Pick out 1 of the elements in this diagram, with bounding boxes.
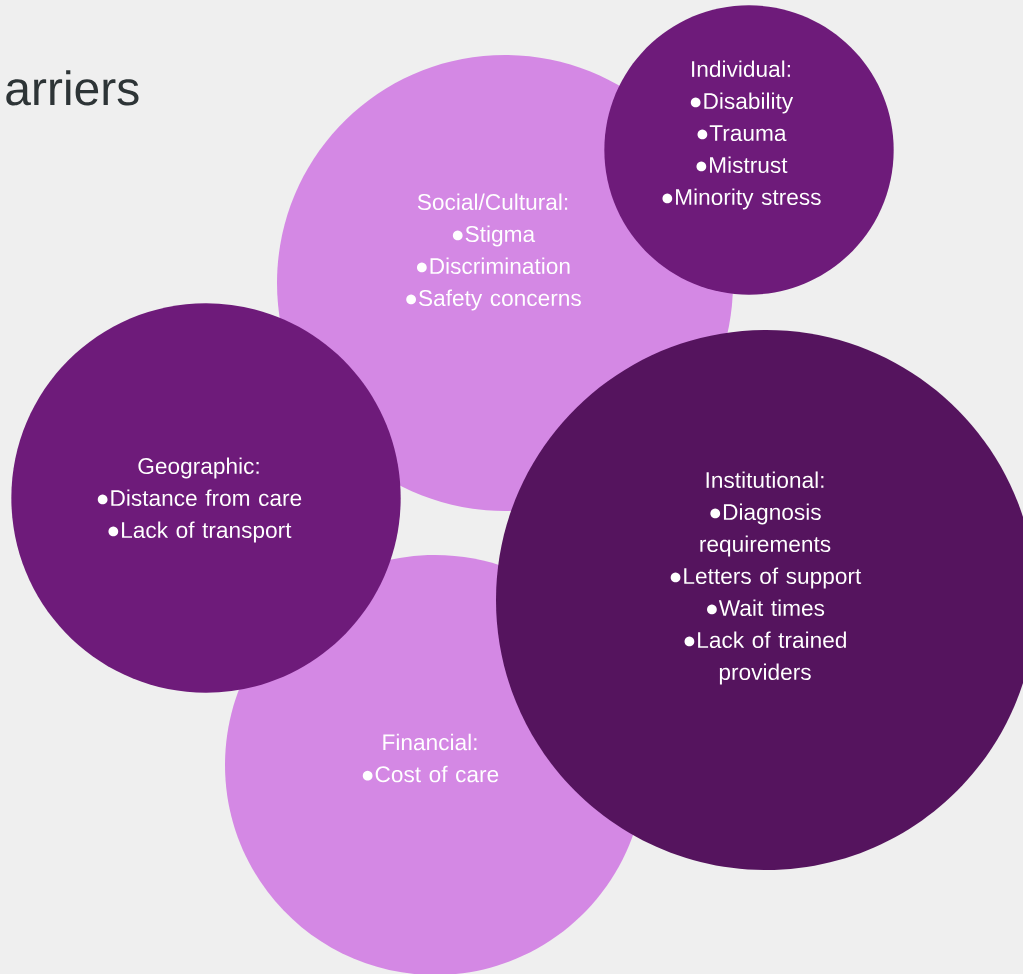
- title: arriers: [6, 70, 139, 106]
